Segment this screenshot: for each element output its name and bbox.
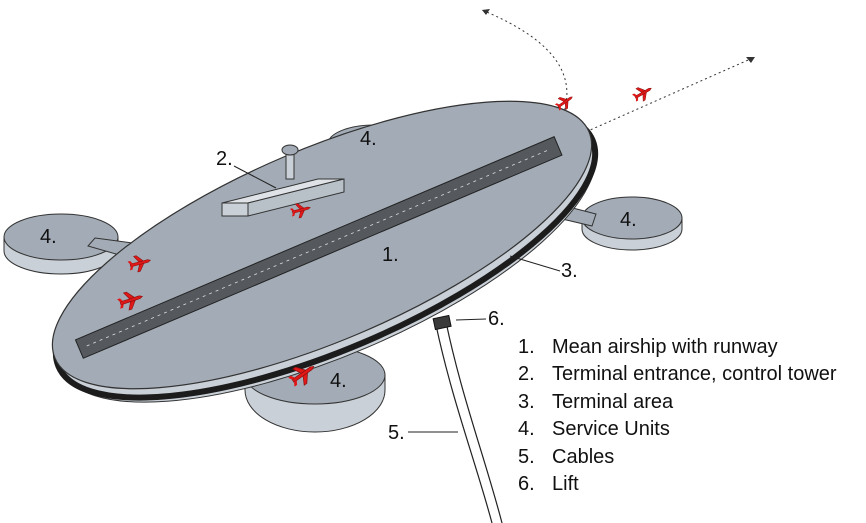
main-airship-platform: [51, 100, 599, 403]
legend-label: Mean airship with runway: [552, 336, 778, 358]
lift: [432, 314, 452, 331]
callout-4-right: 4.: [620, 209, 637, 231]
legend-label: Service Units: [552, 418, 670, 441]
legend-label: Terminal area: [552, 390, 674, 413]
legend: 1.Mean airship with runway 2.Terminal en…: [518, 334, 837, 498]
flight-path-cruising: [544, 56, 756, 151]
flight-path-departing: [481, 9, 568, 151]
callout-5: 5.: [388, 422, 405, 444]
callout-3: 3.: [561, 260, 578, 282]
legend-label: Lift: [552, 472, 579, 495]
callout-4-bottom: 4.: [330, 370, 347, 392]
callout-2: 2.: [216, 148, 233, 170]
callout-6: 6.: [488, 308, 505, 330]
terminal-and-control-tower: [221, 144, 345, 217]
callout-4-top: 4.: [360, 128, 377, 150]
legend-item: 1.Mean airship with runway: [518, 336, 778, 358]
legend-label: Cables: [552, 445, 615, 468]
legend-item: 6.Lift: [518, 472, 579, 495]
callout-4-left: 4.: [40, 226, 57, 248]
legend-item: 3.Terminal area: [518, 390, 674, 413]
legend-item: 2.Terminal entrance, control tower: [518, 363, 837, 386]
callout-1: 1.: [382, 244, 399, 266]
legend-label: Terminal entrance, control tower: [552, 363, 837, 386]
legend-item: 4.Service Units: [518, 418, 670, 441]
legend-item: 5.Cables: [518, 445, 615, 468]
cables: [435, 321, 503, 523]
